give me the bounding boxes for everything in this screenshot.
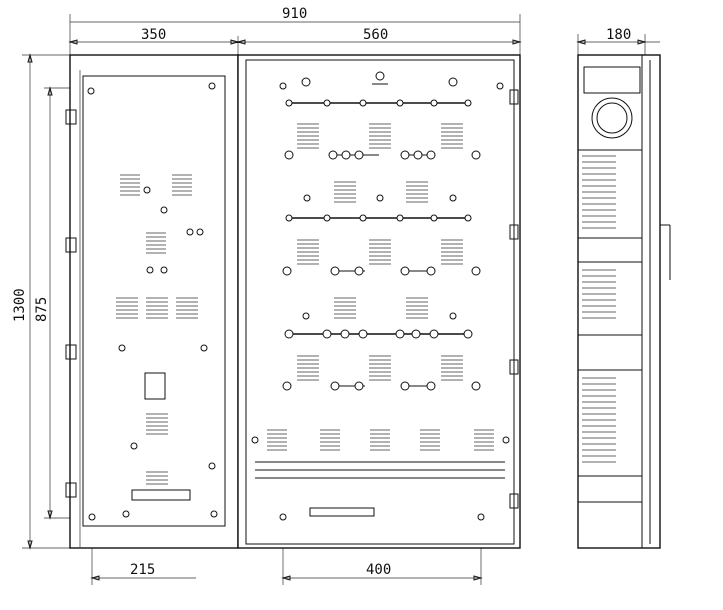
dim-overall-width: 910 [282,6,307,22]
dim-left-width: 350 [141,27,166,43]
left-mounting-plate-view [65,54,239,549]
dim-right-width: 560 [363,27,388,43]
side-cabinet-view [577,54,671,549]
hinge-icon [65,109,77,498]
dim-bottom-right: 400 [366,562,391,578]
terminal-screw-icon [251,77,510,521]
front-cabinet-view [237,54,521,549]
vent-slot-icon [267,123,494,451]
dim-overall-height: 1300 [12,288,28,322]
terminal-screw-icon [87,82,218,521]
lifting-ring-icon [372,71,388,85]
vent-slot-icon [116,174,198,485]
vent-slot-icon [582,155,616,463]
dim-bottom-left: 215 [130,562,155,578]
dim-side-width: 180 [606,27,631,43]
dim-inner-height: 875 [34,297,50,322]
